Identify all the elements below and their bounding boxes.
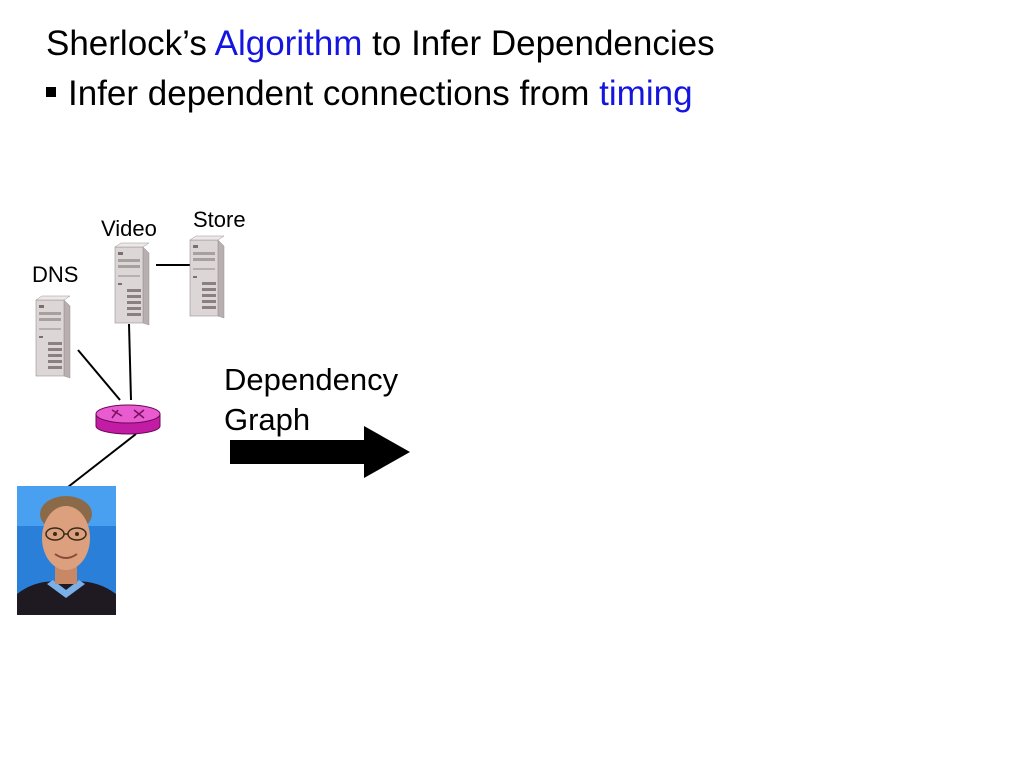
bullet-square-icon xyxy=(46,86,56,97)
store-label: Store xyxy=(193,207,246,232)
slide-title: Sherlock’s Algorithm to Infer Dependenci… xyxy=(46,24,715,64)
bullet-text: Infer dependent connections from xyxy=(68,74,600,113)
video-label: Video xyxy=(101,216,157,241)
dependency-graph-label: Dependency Graph xyxy=(224,360,398,440)
dependency-label-line2: Graph xyxy=(224,402,311,437)
title-highlight: Algorithm xyxy=(214,24,363,63)
dns-server-icon xyxy=(35,295,71,379)
link-router-user xyxy=(67,433,137,488)
link-dns-router xyxy=(77,349,121,401)
store-server-icon xyxy=(189,235,225,319)
dependency-label-line1: Dependency xyxy=(224,362,399,397)
bullet-point: Infer dependent connections from timing xyxy=(46,74,693,114)
dependency-graph-arrow-icon xyxy=(230,426,410,478)
dns-label: DNS xyxy=(32,262,79,287)
bullet-highlight: timing xyxy=(599,74,693,113)
title-suffix: to Infer Dependencies xyxy=(362,24,715,63)
title-prefix: Sherlock’s xyxy=(46,24,215,63)
link-video-router xyxy=(128,323,132,401)
video-server-icon xyxy=(114,242,150,326)
user-photo-icon xyxy=(17,486,116,615)
router-icon xyxy=(95,404,161,435)
